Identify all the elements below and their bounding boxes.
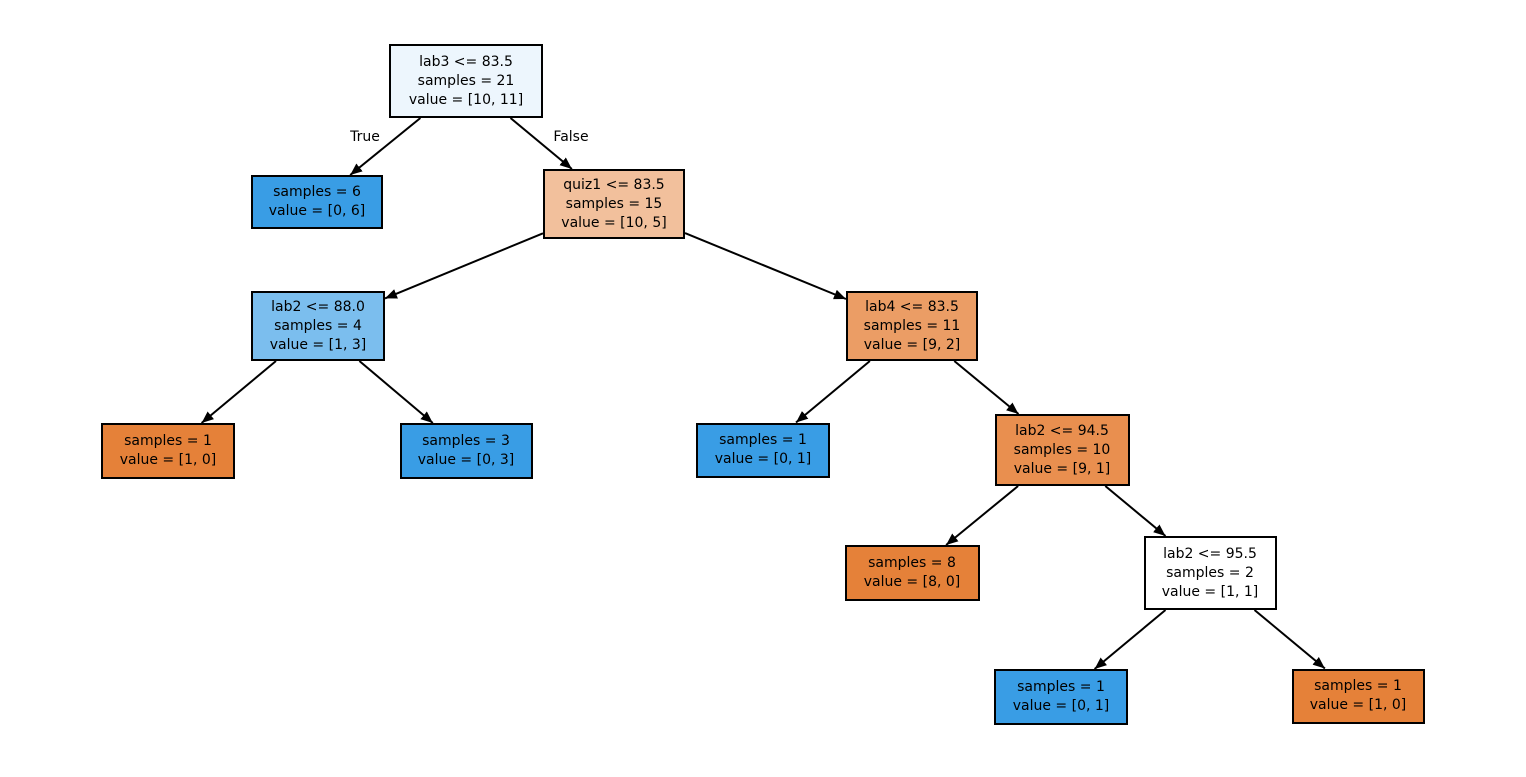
node-text-line: samples = 15 xyxy=(565,195,663,212)
node-text-line: lab3 <= 83.5 xyxy=(419,53,513,70)
node-text-line: value = [8, 0] xyxy=(863,574,961,590)
edge-lab2-88-to-leaf-1-0 xyxy=(200,360,277,424)
node-text-line: samples = 10 xyxy=(1013,441,1111,458)
node-text-line: value = [1, 0] xyxy=(119,452,217,468)
node-text-line: samples = 21 xyxy=(417,72,515,89)
node-text-line: value = [9, 2] xyxy=(863,336,961,353)
node-text-line: lab2 <= 94.5 xyxy=(1015,422,1109,439)
node-text-line: samples = 1 xyxy=(1314,678,1402,694)
edge-lab4-83-to-leaf-0-1 xyxy=(795,360,871,424)
node-text-line: value = [10, 11] xyxy=(408,91,524,108)
node-text-line: quiz1 <= 83.5 xyxy=(563,176,665,193)
node-text-line: samples = 1 xyxy=(124,433,212,449)
node-text-line: samples = 3 xyxy=(422,433,510,449)
edge-lab4-83-to-lab2-94 xyxy=(953,360,1020,415)
node-text-line: samples = 1 xyxy=(719,432,807,448)
node-text-line: lab4 <= 83.5 xyxy=(865,298,959,315)
node-text-line: lab2 <= 95.5 xyxy=(1163,545,1257,562)
tree-node-root: lab3 <= 83.5 samples = 21 value = [10, 11] xyxy=(389,44,543,118)
tree-node-leaf-8-0: samples = 8 value = [8, 0] xyxy=(844,545,980,601)
edge-lab2-94-to-leaf-8-0 xyxy=(945,485,1019,546)
tree-node-leaf-0-6: samples = 6 value = [0, 6] xyxy=(251,175,383,229)
tree-node-leaf-1-0: samples = 1 value = [1, 0] xyxy=(101,423,235,479)
tree-node-lab2-95: lab2 <= 95.5 samples = 2 value = [1, 1] xyxy=(1143,536,1277,610)
node-text-line: samples = 4 xyxy=(274,317,362,334)
edge-lab2-88-to-leaf-0-3 xyxy=(358,360,434,424)
edge-lab2-95-to-leaf2-1-0 xyxy=(1253,609,1326,670)
tree-node-leaf-0-3: samples = 3 value = [0, 3] xyxy=(399,423,533,479)
node-text-line: value = [9, 1] xyxy=(1013,460,1111,477)
node-text-line: samples = 8 xyxy=(868,555,956,571)
edge-label-true-label: True xyxy=(350,129,380,145)
edge-lab2-95-to-leaf2-0-1 xyxy=(1093,609,1167,670)
edge-root-to-quiz1-83 xyxy=(509,117,573,170)
edge-root-to-leaf-0-6 xyxy=(349,117,422,176)
node-text-line: value = [10, 5] xyxy=(561,214,667,231)
node-text-line: value = [1, 3] xyxy=(269,336,367,353)
tree-node-quiz1-83: quiz1 <= 83.5 samples = 15 value = [10, 5] xyxy=(543,169,685,239)
tree-node-leaf2-1-0: samples = 1 value = [1, 0] xyxy=(1291,668,1425,724)
node-text-line: value = [1, 1] xyxy=(1161,583,1259,600)
node-text-line: samples = 1 xyxy=(1017,679,1105,695)
node-text-line: value = [0, 1] xyxy=(1012,698,1110,714)
edge-lab2-94-to-lab2-95 xyxy=(1104,485,1167,537)
edge-label-false-label: False xyxy=(553,129,589,145)
node-text-line: value = [1, 0] xyxy=(1309,697,1407,713)
node-text-line: samples = 2 xyxy=(1166,564,1254,581)
node-text-line: value = [0, 6] xyxy=(268,203,366,219)
tree-node-leaf-0-1: samples = 1 value = [0, 1] xyxy=(696,422,830,478)
node-text-line: value = [0, 3] xyxy=(417,452,515,468)
node-text-line: samples = 6 xyxy=(273,184,361,200)
tree-node-leaf2-0-1: samples = 1 value = [0, 1] xyxy=(994,669,1128,725)
tree-node-lab4-83: lab4 <= 83.5 samples = 11 value = [9, 2] xyxy=(846,291,978,361)
edge-quiz1-83-to-lab2-88 xyxy=(384,232,544,300)
node-text-line: lab2 <= 88.0 xyxy=(271,298,365,315)
tree-node-lab2-94: lab2 <= 94.5 samples = 10 value = [9, 1] xyxy=(994,414,1130,486)
edge-quiz1-83-to-lab4-83 xyxy=(684,232,847,300)
tree-node-lab2-88: lab2 <= 88.0 samples = 4 value = [1, 3] xyxy=(251,291,385,361)
node-text-line: value = [0, 1] xyxy=(714,451,812,467)
node-text-line: samples = 11 xyxy=(863,317,961,334)
